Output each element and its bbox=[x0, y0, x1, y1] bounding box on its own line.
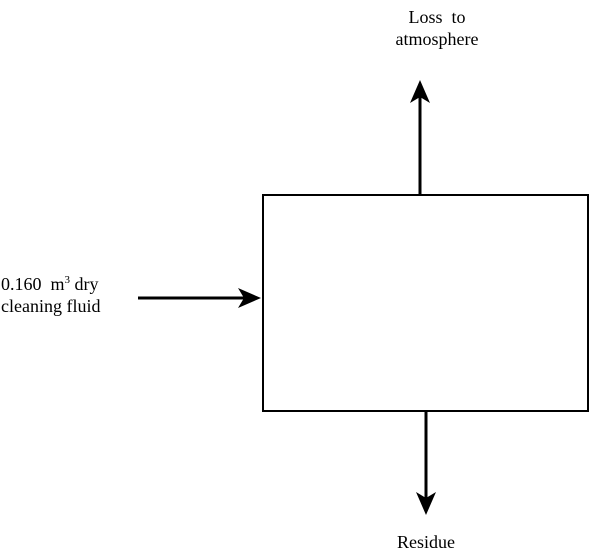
output-arrow-down bbox=[416, 411, 436, 515]
input-label: 0.160 m3 dry cleaning fluid bbox=[1, 273, 100, 317]
input-arrow bbox=[138, 288, 261, 308]
output-top-label-line2: atmosphere bbox=[395, 29, 479, 49]
output-bottom-label-text: Residue bbox=[397, 532, 455, 552]
input-label-line2: cleaning fluid bbox=[1, 296, 101, 316]
input-amount-exponent: 3 bbox=[64, 274, 71, 286]
input-amount-suffix: dry bbox=[74, 274, 99, 294]
input-amount-unit: m bbox=[50, 274, 65, 294]
output-arrow-down-head bbox=[416, 492, 436, 515]
output-arrow-up-head bbox=[410, 80, 430, 103]
output-arrow-up bbox=[410, 80, 430, 195]
output-top-label: Loss to atmosphere bbox=[370, 6, 504, 50]
input-amount-value: 0.160 bbox=[1, 274, 42, 294]
output-bottom-label: Residue bbox=[380, 531, 472, 553]
process-box bbox=[262, 194, 589, 412]
output-top-label-line1: Loss to bbox=[408, 7, 466, 27]
input-arrow-head bbox=[238, 288, 261, 308]
input-label-line1: 0.160 m3 dry bbox=[1, 273, 100, 295]
